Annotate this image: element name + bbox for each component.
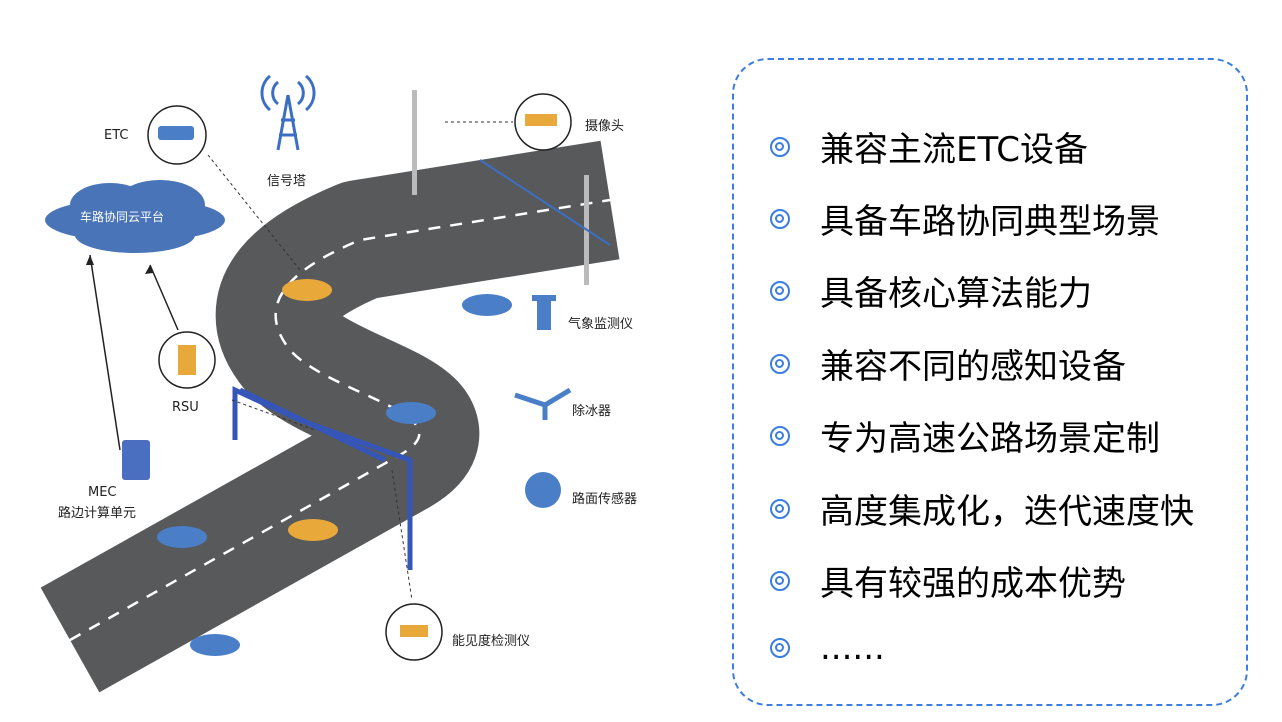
- tower-label: 信号塔: [267, 174, 307, 189]
- bullet-icon: [770, 638, 790, 658]
- road-sensor-icon: [525, 472, 561, 508]
- cloud-icon: [45, 180, 225, 253]
- feature-text: 兼容主流ETC设备: [820, 130, 1088, 170]
- feature-item: 高度集成化，迭代速度快: [770, 484, 1194, 533]
- mec-label: MEC: [88, 485, 117, 500]
- bullet-icon: [770, 136, 790, 157]
- feature-text: 兼容不同的感知设备: [820, 347, 1126, 387]
- feature-text: 专为高速公路场景定制: [820, 419, 1160, 459]
- cars: [157, 279, 512, 656]
- feature-text: 高度集成化，迭代速度快: [820, 492, 1194, 532]
- visibility-label: 能见度检测仪: [452, 634, 531, 649]
- arrow: [89, 254, 179, 451]
- feature-text: 具备车路协同典型场景: [820, 202, 1160, 242]
- camera-label: 摄像头: [585, 119, 625, 134]
- lane-markings: [69, 198, 611, 642]
- feature-text: 具备核心算法能力: [820, 274, 1092, 314]
- cloud-platform-label: 车路协同云平台: [80, 210, 165, 224]
- feature-item: 具有较强的成本优势: [770, 556, 1126, 605]
- feature-item: 具备核心算法能力: [770, 266, 1092, 315]
- weather-monitor-icon: [532, 295, 556, 330]
- etc-device-icon: [158, 126, 194, 140]
- deicer-icon: [514, 387, 572, 420]
- gantry: [232, 386, 413, 570]
- weather-label: 气象监测仪: [568, 317, 634, 332]
- feature-text: 具有较强的成本优势: [820, 564, 1126, 604]
- v2x-scene-illustration: [40, 74, 620, 693]
- feature-item: 兼容主流ETC设备: [770, 122, 1088, 171]
- mec-sub-label: 路边计算单元: [58, 506, 137, 521]
- bullet-icon: [770, 280, 790, 301]
- feature-item: 专为高速公路场景定制: [770, 411, 1160, 460]
- bullet-icon: [770, 208, 790, 229]
- rsu-icon: [178, 345, 196, 375]
- bullet-icon: [770, 498, 790, 519]
- bullet-icon: [770, 425, 790, 446]
- deicer-label: 除冰器: [572, 404, 612, 419]
- rsu-label: RSU: [172, 400, 199, 415]
- feature-item: ......: [770, 628, 885, 668]
- etc-label: ETC: [104, 128, 129, 143]
- feature-text: ......: [820, 628, 885, 668]
- features-panel: 兼容主流ETC设备 具备车路协同典型场景 具备核心算法能力 兼容不同的感知设备 …: [732, 58, 1248, 706]
- camera-icon: [525, 114, 557, 126]
- bullet-icon: [770, 353, 790, 374]
- signal-tower-icon: [260, 74, 316, 151]
- feature-item: 具备车路协同典型场景: [770, 194, 1160, 243]
- feature-item: 兼容不同的感知设备: [770, 339, 1126, 388]
- light-pole: [412, 90, 417, 195]
- bullet-icon: [770, 570, 790, 591]
- visibility-detector-icon: [400, 625, 428, 637]
- mec-server-icon: [122, 440, 150, 480]
- road-sensor-label: 路面传感器: [572, 492, 638, 507]
